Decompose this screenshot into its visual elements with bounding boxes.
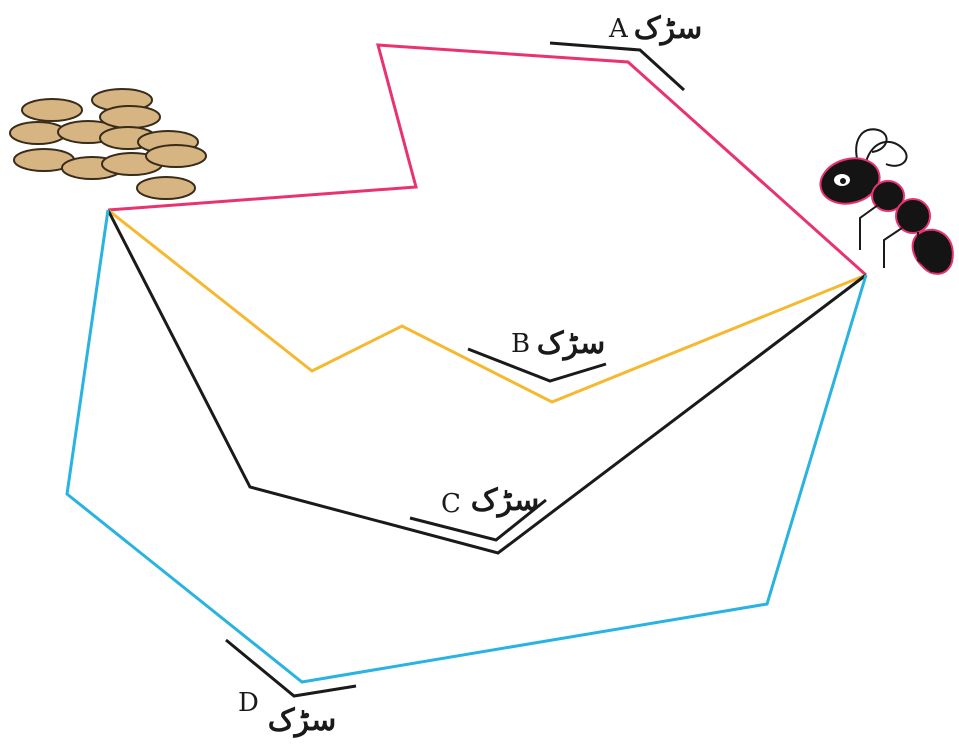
road-c-letter: C — [441, 489, 461, 519]
road-a-letter: A — [608, 14, 629, 44]
road-a-path — [108, 45, 866, 275]
road-c-word: سڑک — [471, 483, 540, 518]
road-c-label: C سڑک — [441, 483, 539, 519]
road-b-label: B سڑک — [511, 326, 605, 361]
road-a-word: سڑک — [634, 11, 703, 46]
road-d-word: سڑک — [268, 703, 337, 738]
road-d-letter: D — [238, 688, 259, 718]
road-b-path — [108, 210, 866, 402]
road-d-path — [67, 210, 866, 682]
grain-pile-icon — [10, 89, 206, 199]
ant-icon — [815, 129, 953, 274]
road-d-label: D سڑک — [238, 688, 336, 738]
road-a-label: A سڑک — [608, 11, 702, 46]
road-b-letter: B — [511, 329, 530, 359]
road-a-marker — [550, 43, 684, 90]
road-b-word: سڑک — [537, 326, 606, 361]
